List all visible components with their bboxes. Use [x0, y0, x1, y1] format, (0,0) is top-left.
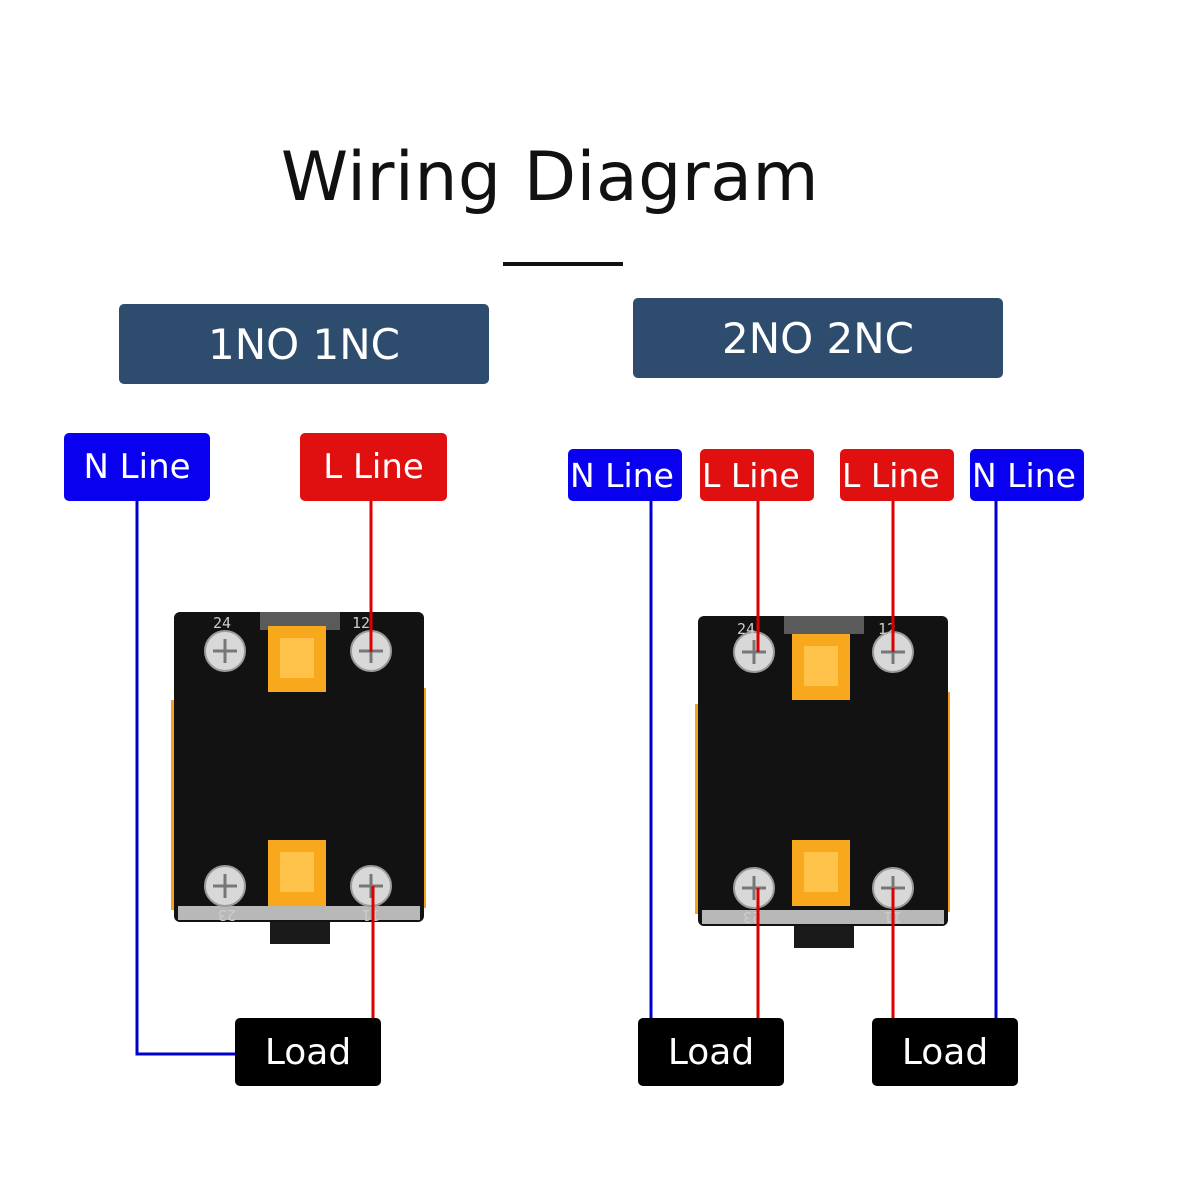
l-line-tag: L Line	[700, 449, 814, 501]
contact-block-1no1nc	[171, 612, 426, 944]
title-underline	[503, 262, 623, 266]
contact-block-2no2nc	[695, 616, 950, 948]
n-line-tag: N Line	[64, 433, 210, 501]
terminal-label-12: 12	[352, 614, 371, 632]
l-line-tag: L Line	[840, 449, 954, 501]
terminal-label-24: 24	[213, 614, 232, 632]
n-line-tag: N Line	[568, 449, 682, 501]
wire-n-line-left	[135, 500, 238, 1056]
diagram-title: Wiring Diagram	[280, 138, 820, 217]
load-tag: Load	[235, 1018, 381, 1086]
l-line-tag: L Line	[300, 433, 447, 501]
load-tag: Load	[638, 1018, 784, 1086]
section-header-2no2nc: 2NO 2NC	[633, 298, 1003, 378]
section-header-1no1nc: 1NO 1NC	[119, 304, 489, 384]
n-line-tag: N Line	[970, 449, 1084, 501]
load-tag: Load	[872, 1018, 1018, 1086]
terminal-label-24: 24	[737, 620, 756, 638]
